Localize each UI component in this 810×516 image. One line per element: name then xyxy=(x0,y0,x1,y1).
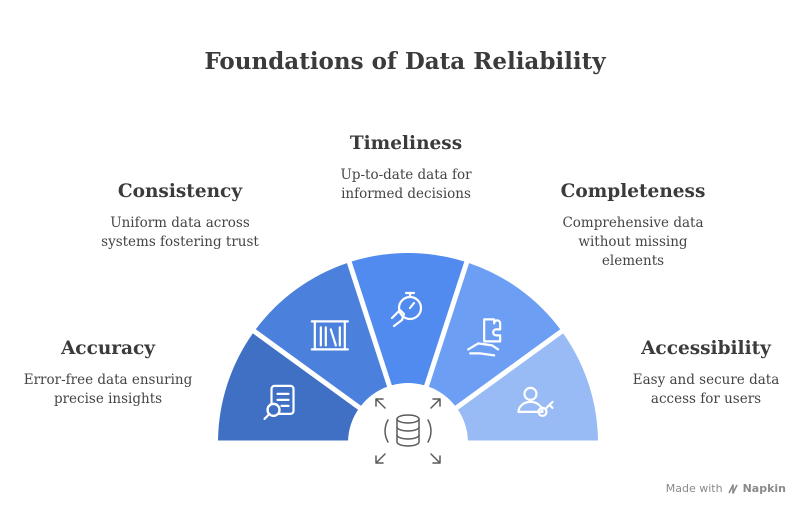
document-search-icon xyxy=(263,384,295,421)
segment-accessibility xyxy=(457,333,598,441)
watermark-prefix: Made with xyxy=(665,482,723,495)
segment-description: Easy and secure data access for users xyxy=(632,372,780,407)
segment-title: Accessibility xyxy=(641,338,771,359)
hand-puzzle-icon xyxy=(467,318,502,357)
label-accessibility: Accessibility Easy and secure data acces… xyxy=(606,338,806,409)
hand-stopwatch-icon xyxy=(390,291,423,328)
napkin-watermark[interactable]: Made with Napkin xyxy=(666,482,786,495)
label-consistency: Consistency Uniform data across systems … xyxy=(80,181,280,252)
watermark-brand: Napkin xyxy=(742,482,786,495)
segment-description: Error-free data ensuring precise insight… xyxy=(23,372,193,407)
user-key-icon xyxy=(517,386,554,418)
database-expand-icon xyxy=(375,398,441,464)
napkin-logo-icon xyxy=(727,483,738,494)
segment-title: Accuracy xyxy=(60,338,156,359)
label-accuracy: Accuracy Error-free data ensuring precis… xyxy=(8,338,208,409)
label-completeness: Completeness Comprehensive data without … xyxy=(533,181,733,271)
label-timeliness: Timeliness Up-to-date data for informed … xyxy=(306,133,506,204)
segment-description: Up-to-date data for informed decisions xyxy=(340,167,472,202)
segment-title: Timeliness xyxy=(349,133,463,154)
segment-description: Comprehensive data without missing eleme… xyxy=(562,215,704,269)
bookshelf-icon xyxy=(310,320,349,351)
page-title: Foundations of Data Reliability xyxy=(204,48,606,75)
segment-description: Uniform data across systems fostering tr… xyxy=(101,215,259,250)
segment-title: Completeness xyxy=(560,181,706,202)
segment-title: Consistency xyxy=(117,181,243,202)
